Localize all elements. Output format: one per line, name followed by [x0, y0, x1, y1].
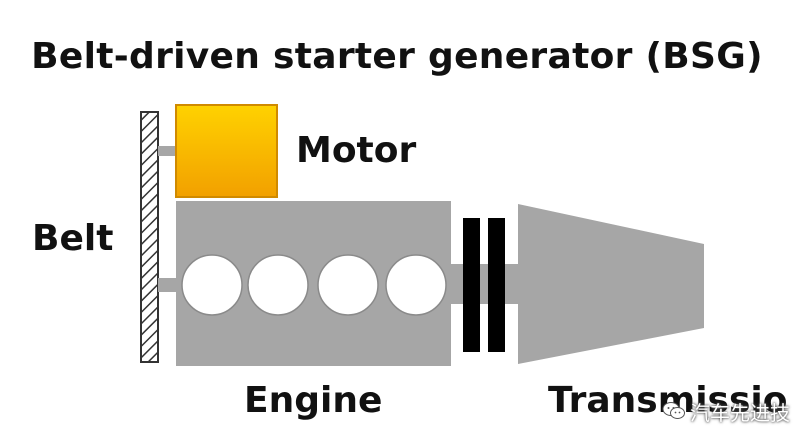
- diagram-title: Belt-driven starter generator (BSG): [31, 36, 763, 77]
- watermark: 汽车先进技: [662, 398, 790, 425]
- engine-label: Engine: [244, 380, 383, 421]
- cylinder-4: [385, 254, 447, 316]
- output-shaft: [451, 264, 518, 304]
- cylinder-2: [247, 254, 309, 316]
- motor-block: [175, 104, 278, 198]
- wechat-icon: [662, 402, 685, 419]
- motor-shaft: [158, 146, 176, 156]
- clutch-plate-1: [463, 218, 480, 352]
- cylinder-1: [181, 254, 243, 316]
- motor-label: Motor: [296, 130, 417, 171]
- clutch-plate-2: [488, 218, 505, 352]
- cylinder-3: [317, 254, 379, 316]
- belt: [140, 111, 159, 363]
- belt-label: Belt: [32, 218, 114, 259]
- watermark-text: 汽车先进技: [690, 400, 790, 425]
- engine-crank-shaft: [158, 278, 176, 292]
- transmission-body: [518, 204, 704, 364]
